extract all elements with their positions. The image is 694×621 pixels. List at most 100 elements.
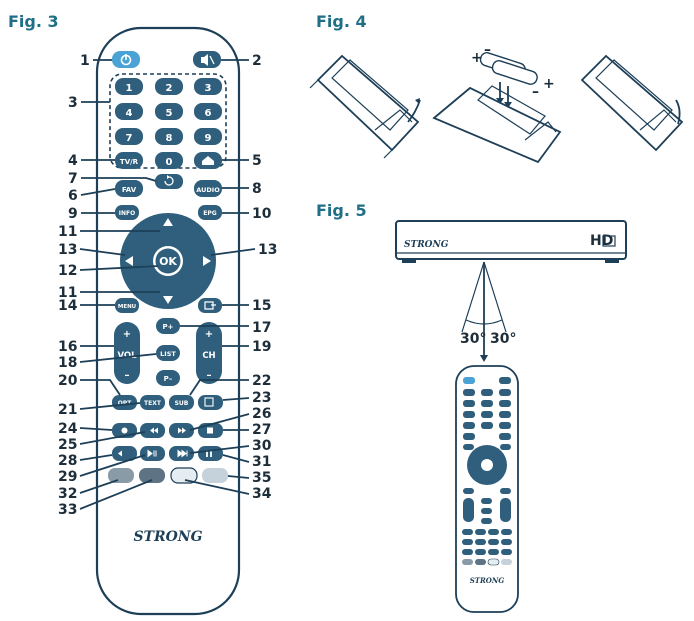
sub-button[interactable]	[169, 395, 194, 410]
small-key	[463, 389, 475, 396]
callout-23: 23	[252, 390, 271, 406]
info-button[interactable]	[115, 205, 139, 220]
key-1[interactable]	[115, 78, 143, 95]
key-7[interactable]	[115, 128, 143, 145]
small-mute-button	[499, 377, 511, 384]
small-key	[462, 539, 473, 545]
leader-12	[79, 265, 159, 271]
tv-radio-label: TV/R	[120, 158, 139, 166]
small-color-key	[501, 559, 512, 565]
ir-angle-diagram: 30° 30°	[460, 261, 516, 362]
blue-key[interactable]	[202, 468, 228, 483]
small-ok-button	[481, 459, 493, 471]
key-0[interactable]	[155, 152, 183, 169]
callout-35: 35	[252, 470, 271, 486]
callout-12: 12	[58, 263, 77, 279]
callout-17: 17	[252, 320, 271, 336]
leader-34	[184, 479, 250, 495]
battery-cover-1	[331, 59, 409, 131]
callout-10: 10	[252, 206, 272, 222]
callout-27: 27	[252, 422, 271, 438]
small-key	[462, 529, 473, 535]
small-color-key	[462, 559, 473, 565]
battery-step-1	[309, 54, 421, 159]
receiver: STRONG HD	[395, 220, 627, 263]
key-3[interactable]	[194, 78, 222, 95]
ok-button[interactable]	[155, 248, 181, 274]
page-up-button[interactable]	[156, 318, 180, 334]
small-key	[501, 549, 512, 555]
arrow-right-icon[interactable]	[203, 256, 211, 266]
fav-button[interactable]	[115, 180, 143, 197]
text-button[interactable]	[140, 395, 165, 410]
key-6[interactable]	[194, 103, 222, 120]
epg-button[interactable]	[198, 205, 222, 220]
arrow-left-icon[interactable]	[125, 256, 133, 266]
callout-19: 19	[252, 339, 271, 355]
remote-brand-logo: STRONG	[133, 529, 202, 545]
remote-back-1	[316, 54, 420, 152]
info-label: INFO	[119, 210, 135, 217]
opt-button[interactable]	[112, 395, 137, 410]
small-key	[481, 400, 493, 407]
list-button[interactable]	[156, 345, 180, 361]
fig4-title: Fig. 4	[316, 12, 367, 31]
leader-33	[79, 479, 153, 510]
yellow-key[interactable]	[170, 467, 198, 484]
key-5-label: 5	[166, 108, 173, 119]
key-9[interactable]	[194, 128, 222, 145]
ch-minus-label: –	[207, 370, 212, 381]
menu-label: MENU	[118, 304, 136, 310]
menu-button[interactable]	[115, 298, 139, 313]
callout-11a: 11	[58, 224, 77, 240]
leader-22	[189, 379, 249, 396]
green-key[interactable]	[139, 468, 165, 483]
exit-button[interactable]	[198, 298, 222, 313]
key-4[interactable]	[115, 103, 143, 120]
key-0-label: 0	[166, 157, 173, 168]
audio-label: AUDIO	[196, 186, 220, 194]
leader-13b	[210, 248, 256, 256]
callout-24: 24	[58, 421, 78, 437]
volume-rocker[interactable]	[114, 322, 140, 384]
callout-21: 21	[58, 402, 77, 418]
cover-latch-1	[374, 109, 413, 131]
key-8[interactable]	[155, 128, 183, 145]
recall-button[interactable]	[155, 174, 183, 189]
receiver-brand-logo: STRONG	[404, 240, 449, 250]
channel-rocker[interactable]	[196, 322, 222, 384]
callout-6: 6	[68, 188, 78, 204]
small-key	[463, 433, 475, 440]
leader-6	[80, 188, 116, 196]
battery-step-2: + – + –	[432, 42, 562, 164]
numeric-keypad: 1 2 3 4 5 6 7 8 9 0	[115, 78, 222, 169]
key-2[interactable]	[155, 78, 183, 95]
small-key	[499, 400, 511, 407]
small-key	[499, 433, 511, 440]
callout-26: 26	[252, 406, 271, 422]
leader-25	[79, 431, 146, 445]
red-key[interactable]	[108, 468, 134, 483]
callout-15: 15	[252, 298, 271, 314]
vol-label: VOL	[117, 351, 137, 361]
callout-18: 18	[58, 355, 77, 371]
small-key	[475, 539, 486, 545]
epg-label: EPG	[203, 210, 216, 217]
audio-button[interactable]	[194, 180, 222, 197]
prev-button[interactable]	[112, 446, 137, 461]
key-5[interactable]	[155, 103, 183, 120]
small-key	[481, 508, 492, 514]
leader-21	[79, 402, 141, 410]
battery-plus-left: +	[471, 50, 483, 66]
arrow-up-icon[interactable]	[163, 218, 173, 226]
small-ch-rocker	[500, 498, 511, 522]
arrow-down-icon[interactable]	[163, 296, 173, 304]
battery-plus-right: +	[543, 76, 555, 92]
sub-label: SUB	[175, 400, 189, 407]
tv-radio-button[interactable]	[115, 152, 143, 169]
record-list-button[interactable]	[198, 395, 223, 410]
callout-5: 5	[252, 153, 262, 169]
page-down-button[interactable]	[156, 370, 180, 386]
callout-31: 31	[252, 454, 271, 470]
